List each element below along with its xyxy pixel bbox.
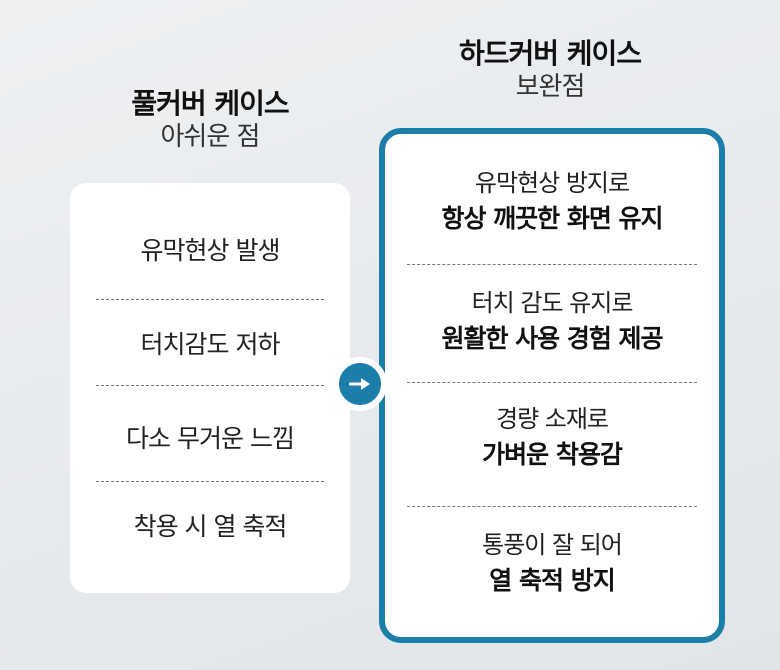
- improvement-line: 유막현상 방지로: [474, 169, 630, 197]
- arrow-right-icon: [333, 357, 387, 411]
- improvement-line: 경량 소재로: [495, 405, 609, 433]
- drawback-item: 유막현상 발생: [140, 236, 281, 265]
- improvement-highlight: 항상 깨끗한 화면 유지: [441, 203, 663, 233]
- hard-cover-heading: 하드커버 케이스 보완점: [380, 36, 720, 104]
- drawback-item: 다소 무거운 느낌: [126, 424, 295, 453]
- arrow-right-glyph: [349, 378, 370, 390]
- divider: [407, 506, 697, 507]
- improvement-line: 통풍이 잘 되어: [482, 531, 623, 559]
- improvements-panel: 유막현상 방지로 항상 깨끗한 화면 유지 터치 감도 유지로 원활한 사용 경…: [379, 128, 725, 643]
- divider: [96, 385, 324, 386]
- full-cover-title: 풀커버 케이스: [131, 87, 289, 120]
- improvement-line: 터치 감도 유지로: [471, 289, 634, 317]
- hard-cover-subtitle: 보완점: [515, 72, 586, 102]
- improvement-item: 터치 감도 유지로 원활한 사용 경험 제공: [407, 286, 697, 357]
- improvement-item: 통풍이 잘 되어 열 축적 방지: [407, 528, 697, 599]
- improvement-highlight: 가벼운 착용감: [482, 439, 623, 469]
- drawback-item: 착용 시 열 축적: [133, 512, 288, 541]
- improvement-highlight: 열 축적 방지: [489, 565, 615, 595]
- improvement-highlight: 원활한 사용 경험 제공: [441, 323, 663, 353]
- improvement-item: 경량 소재로 가벼운 착용감: [407, 402, 697, 473]
- drawbacks-panel: 유막현상 발생 터치감도 저하 다소 무거운 느낌 착용 시 열 축적: [70, 183, 350, 593]
- full-cover-subtitle: 아쉬운 점: [160, 122, 261, 152]
- improvement-item: 유막현상 방지로 항상 깨끗한 화면 유지: [407, 166, 697, 237]
- divider: [96, 481, 324, 482]
- full-cover-heading: 풀커버 케이스 아쉬운 점: [70, 86, 350, 154]
- divider: [407, 382, 697, 383]
- hard-cover-title: 하드커버 케이스: [458, 37, 642, 70]
- divider: [407, 264, 697, 265]
- drawback-item: 터치감도 저하: [140, 330, 281, 359]
- divider: [96, 299, 324, 300]
